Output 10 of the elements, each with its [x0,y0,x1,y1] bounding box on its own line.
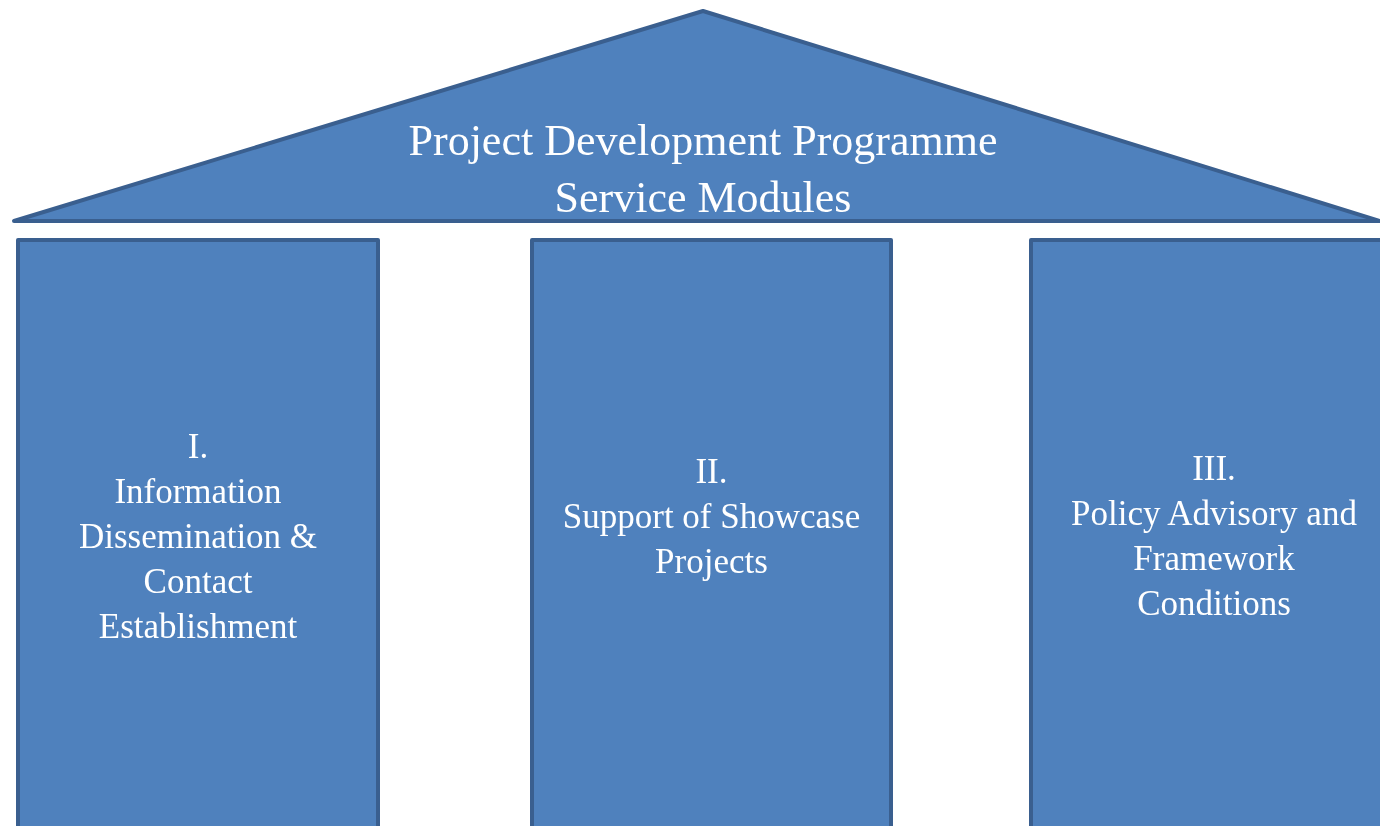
roof-title: Project Development Programme Service Modules [407,115,999,224]
pillar-box [1029,238,1380,826]
module-number: I. [186,425,210,468]
module-title: Information Dissemination & Contact Establishment [77,470,319,648]
module-title: Support of Showcase Projects [561,495,862,583]
module-title: Policy Advisory and Framework Conditions [1070,493,1358,625]
pillar-box [530,238,893,826]
module-number: III. [1191,448,1237,490]
pillar-box [16,238,380,826]
module-number: II. [694,450,729,493]
